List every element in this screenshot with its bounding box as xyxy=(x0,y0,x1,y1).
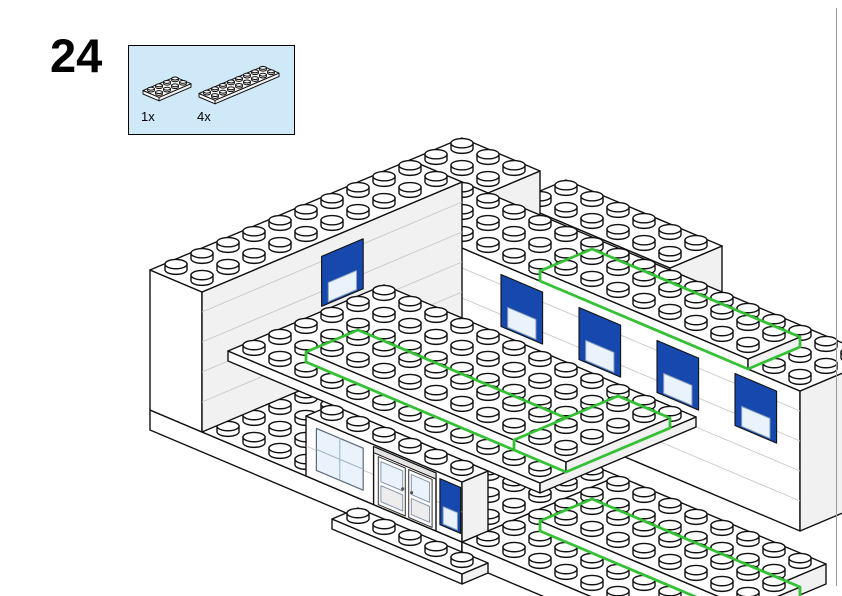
part-plate-2x8-icon xyxy=(198,65,280,105)
new-plate-2x4-terrace xyxy=(512,394,672,474)
part-plate-2x4-icon xyxy=(142,76,192,102)
page-edge-line xyxy=(836,8,838,586)
front-door xyxy=(372,445,437,532)
parts-callout: 1x 4x xyxy=(128,45,295,135)
sidewalk-plate xyxy=(331,507,489,585)
step-number: 24 xyxy=(50,29,103,82)
part-count-plate-2x8: 4x xyxy=(197,109,211,124)
left-side-wall xyxy=(149,159,463,433)
part-count-plate-2x4: 1x xyxy=(141,109,155,124)
parts-thumbnails xyxy=(142,65,280,105)
new-plate-2x8-roof xyxy=(538,247,802,371)
new-plate-2x8-ground xyxy=(538,497,802,596)
front-wall xyxy=(305,404,489,543)
